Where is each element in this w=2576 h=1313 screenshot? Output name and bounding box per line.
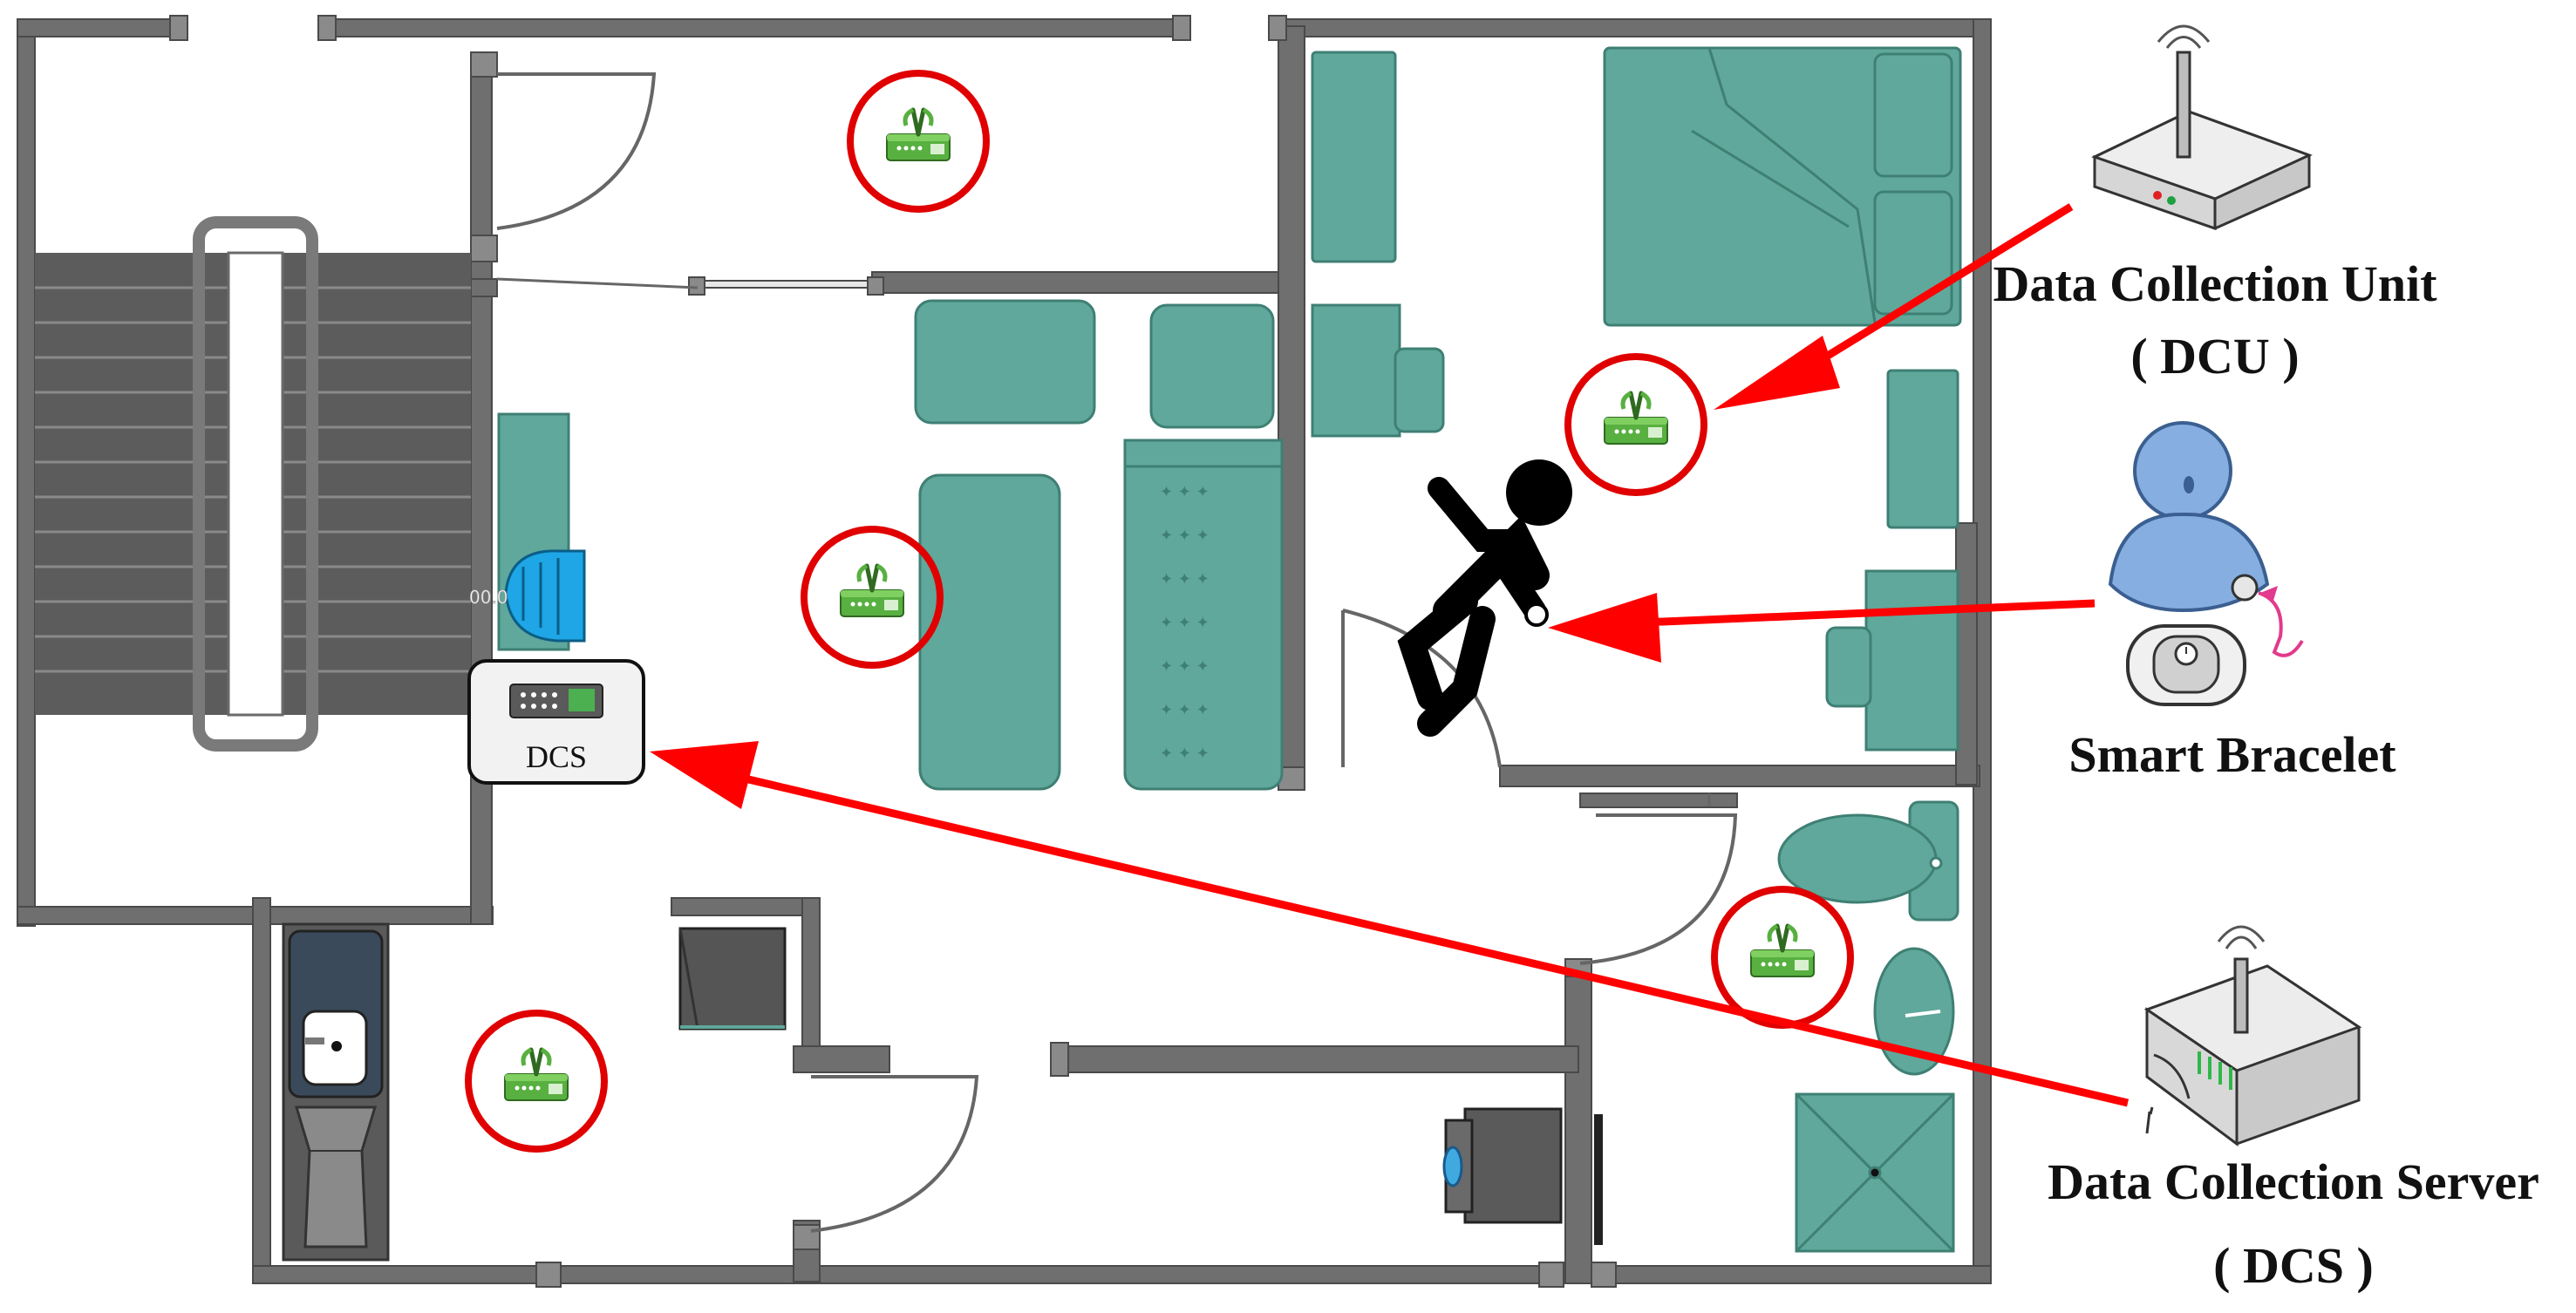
arrow-to-dcs-box [650,741,759,809]
dcs-box-label: DCS [526,739,587,774]
dcu-marker-1[interactable] [847,70,990,213]
svg-text:✦ ✦ ✦: ✦ ✦ ✦ [1160,701,1210,719]
router-icon [841,566,903,616]
svg-text:✦ ✦ ✦: ✦ ✦ ✦ [1160,657,1210,676]
svg-text:✦ ✦ ✦: ✦ ✦ ✦ [1160,614,1210,632]
svg-text:✦ ✦ ✦: ✦ ✦ ✦ [1160,483,1210,501]
furniture [497,46,1962,1253]
furniture-details [1795,856,1955,1253]
router-icon [1751,926,1814,976]
svg-text:✦ ✦ ✦: ✦ ✦ ✦ [1160,527,1210,545]
arrow-to-dcu-marker [1714,336,1840,410]
dcu-abbr: ( DCU ) [2130,328,2300,384]
kitchen [282,922,787,1262]
dcu-marker-5[interactable] [465,1010,608,1153]
dcs-title: Data Collection Server [2048,1153,2539,1210]
dcu-marker-3[interactable] [1564,353,1707,496]
server-router-icon [2143,925,2362,1146]
dcu-marker-4[interactable] [1711,886,1854,1029]
access-point-icon [2091,24,2313,231]
router-icon [887,110,950,160]
staircase [35,216,471,752]
walls [17,18,1992,1284]
bracelet-title: Smart Bracelet [2068,726,2396,783]
appliance-blue: 00.0 [469,549,586,643]
washing-machine [1442,1107,1603,1245]
doors [496,72,1738,1233]
arrow-to-person [1548,593,1661,663]
dcu-title: Data Collection Unit [1993,255,2437,312]
washer-readout: 00.0 [469,587,508,608]
dcs-abbr: ( DCS ) [2213,1237,2374,1294]
arrows [650,203,2130,1107]
router-icon [1605,393,1667,444]
router-icon [505,1050,568,1100]
dcs-box[interactable]: DCS [467,659,645,785]
falling-person-icon [1397,459,1572,737]
svg-text:✦ ✦ ✦: ✦ ✦ ✦ [1160,745,1210,763]
svg-text:✦ ✦ ✦: ✦ ✦ ✦ [1160,570,1210,588]
smart-bracelet-icon [2108,421,2304,706]
dcu-marker-2[interactable] [801,526,944,669]
wall-joints [169,15,1617,1288]
couch-cushions: ✦ ✦ ✦ ✦ ✦ ✦ ✦ ✦ ✦ ✦ ✦ ✦ ✦ ✦ ✦ ✦ ✦ ✦ ✦ ✦ ✦ [1160,483,1210,763]
